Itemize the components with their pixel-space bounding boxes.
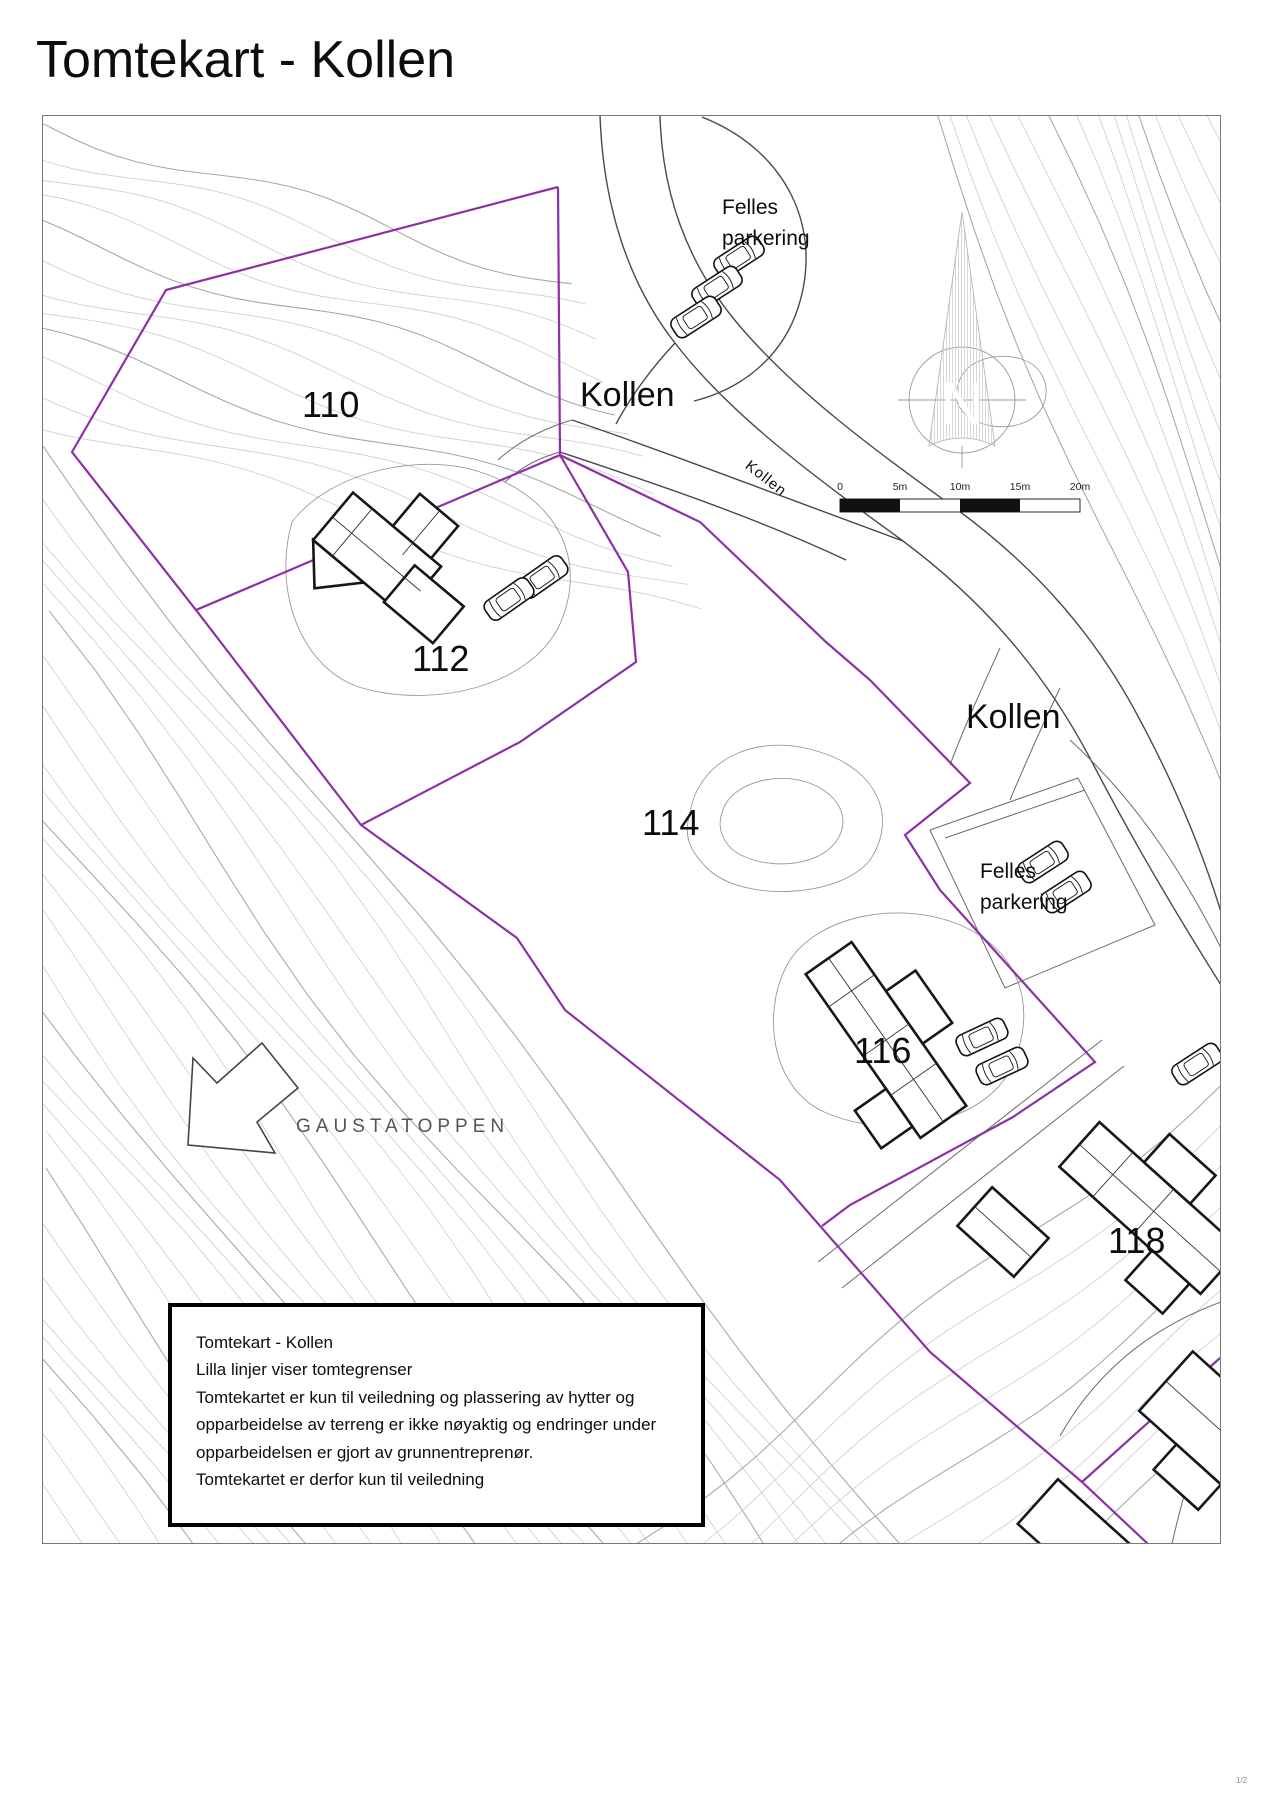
road-name-kollen-top: Kollen	[580, 376, 675, 414]
legend-line: Lilla linjer viser tomtegrenser	[196, 1360, 413, 1380]
scale-tick-10m: 10m	[949, 481, 971, 493]
legend-line: opparbeidelsen er gjort av grunnentrepre…	[196, 1442, 534, 1462]
scale-tick-20m: 20m	[1069, 481, 1091, 493]
lot-label-112: 112	[412, 638, 470, 679]
landmark-label-gaustatoppen: GAUSTATOPPEN	[296, 1116, 510, 1137]
lot-label-110: 110	[302, 384, 360, 425]
parking-label-top-line2: parkering	[722, 227, 810, 250]
lot-label-118: 118	[1108, 1220, 1166, 1261]
outbuilding-118	[955, 1185, 1051, 1279]
car-icon	[952, 1015, 1012, 1059]
scale-bar	[839, 498, 1081, 513]
page-title: Tomtekart - Kollen	[36, 31, 456, 89]
lot-label-114: 114	[642, 802, 700, 843]
car-icon	[1168, 1039, 1221, 1089]
legend-line: Tomtekart - Kollen	[196, 1333, 333, 1352]
parking-label-top: Felles parkering	[722, 192, 810, 254]
contour-lines	[42, 115, 1221, 1544]
scale-tick-5m: 5m	[892, 481, 908, 493]
road-name-kollen-right: Kollen	[966, 698, 1061, 736]
cabin-edge-right	[1137, 1349, 1221, 1512]
cabin-edge-bottom	[1015, 1477, 1135, 1544]
parking-label-right-line1: Felles	[980, 860, 1037, 883]
lot-label-116: 116	[854, 1030, 912, 1071]
legend-line: Tomtekartet er kun til veiledning og pla…	[196, 1387, 635, 1407]
legend-box: Tomtekart - Kollen Lilla linjer viser to…	[168, 1303, 705, 1527]
car-icon	[972, 1044, 1032, 1088]
scale-tick-15m: 15m	[1009, 481, 1031, 493]
parking-label-right-line2: parkering	[980, 891, 1068, 914]
gaustatoppen-arrow-icon	[187, 1041, 300, 1154]
legend-line: opparbeidelse av terreng er ikke nøyakti…	[196, 1415, 657, 1435]
parking-label-right: Felles parkering	[980, 856, 1068, 918]
compass-north-letter: N	[940, 370, 983, 437]
scale-tick-0: 0	[837, 481, 843, 493]
parking-label-top-line1: Felles	[722, 196, 779, 219]
legend-line: Tomtekartet er derfor kun til veiledning	[196, 1470, 485, 1490]
north-compass-icon: N	[898, 211, 1026, 468]
road-lines	[497, 115, 1221, 1544]
cabin-116	[803, 940, 969, 1151]
cabin-112	[311, 490, 466, 646]
car-icon	[480, 574, 538, 624]
page-number: 1/2	[1236, 1776, 1248, 1785]
